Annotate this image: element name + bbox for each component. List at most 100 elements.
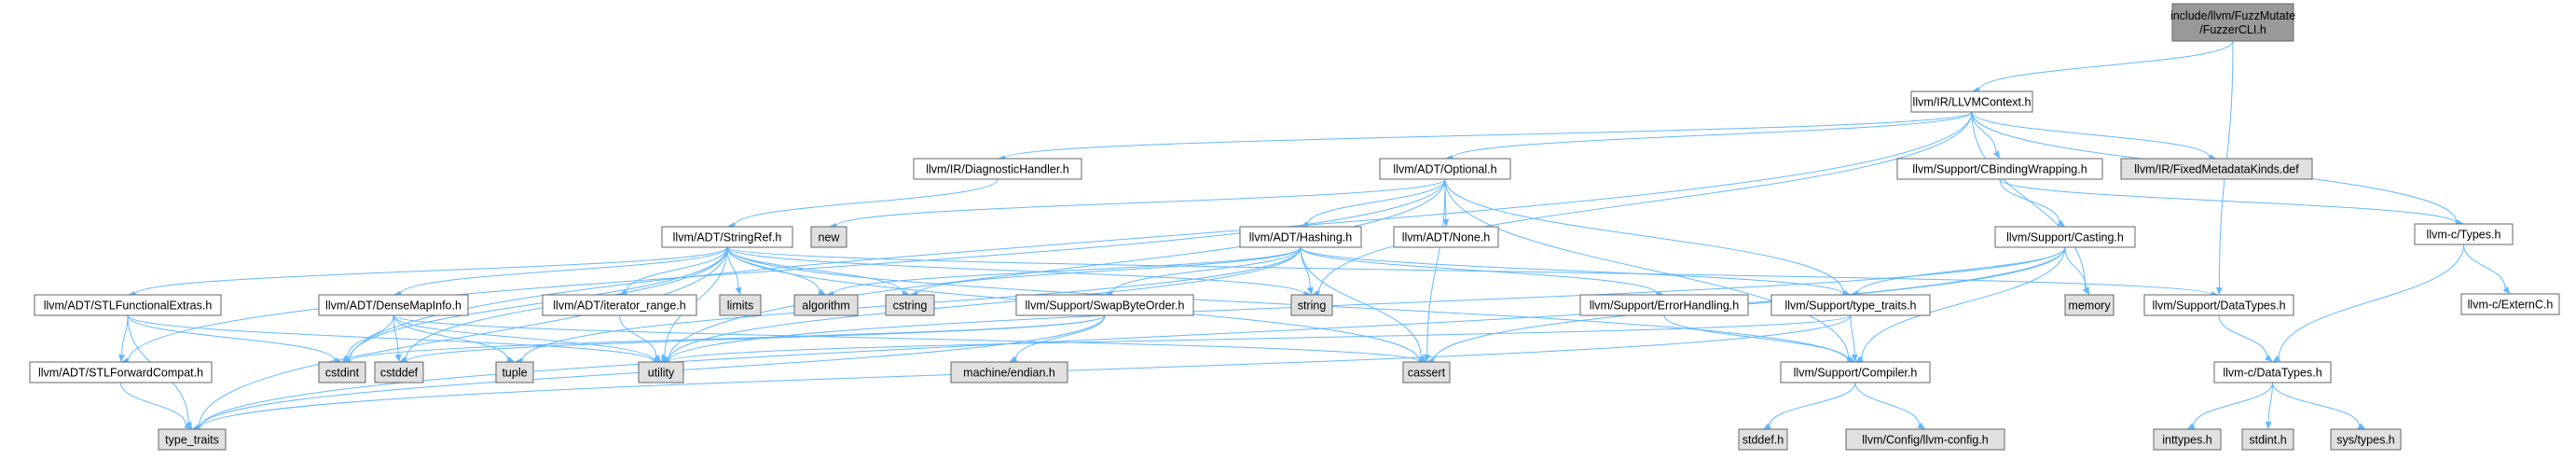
edge-n13-n26 — [127, 314, 336, 361]
edge-arrowhead — [1855, 355, 1864, 362]
node-label: utility — [648, 367, 675, 380]
node-label: cstdint — [325, 367, 360, 380]
node-label: llvm/ADT/DenseMapInfo.h — [325, 300, 461, 313]
node-utility: utility — [638, 361, 684, 383]
node-llvm-ir-diagnostichandler-h[interactable]: llvm/IR/DiagnosticHandler.h — [913, 158, 1082, 180]
node-llvm-support-casting-h[interactable]: llvm/Support/Casting.h — [1994, 226, 2136, 248]
node-llvm-c-types-h[interactable]: llvm-c/Types.h — [2414, 223, 2514, 245]
node-llvm-support-swapbyteorder-h[interactable]: llvm/Support/SwapByteOrder.h — [1015, 294, 1194, 316]
node-llvm-support-errorhandling-h[interactable]: llvm/Support/ErrorHandling.h — [1579, 294, 1749, 316]
node-type-traits: type_traits — [158, 428, 227, 451]
edge-n7-n26 — [349, 246, 728, 360]
node-box — [374, 361, 424, 383]
node-box — [1579, 294, 1749, 316]
node-label: sys/types.h — [2336, 434, 2395, 447]
edge-n4-n11 — [1999, 178, 2060, 223]
edge-arrowhead — [2215, 286, 2223, 295]
node-memory: memory — [2064, 294, 2115, 316]
edge-n9-n17 — [833, 246, 1302, 295]
edge-n11-n31 — [1433, 246, 2066, 361]
edge-n1-n19 — [1318, 111, 1973, 293]
node-label: machine/endian.h — [963, 367, 1055, 380]
node-box — [2120, 158, 2313, 180]
node-llvm-adt-optional-h[interactable]: llvm/ADT/Optional.h — [1379, 158, 1511, 180]
node-label: llvm/ADT/StringRef.h — [673, 231, 782, 244]
edges-layer — [118, 40, 2511, 432]
edge-arrowhead — [2357, 423, 2366, 429]
edge-arrowhead — [2265, 421, 2272, 429]
node-llvm-c-externc-h[interactable]: llvm-c/ExternC.h — [2460, 293, 2560, 315]
node-llvm-adt-none-h[interactable]: llvm/ADT/None.h — [1393, 226, 1499, 248]
edge-n3-n31 — [1426, 178, 1446, 355]
edge-arrowhead — [2502, 286, 2511, 294]
node-box — [2213, 361, 2332, 383]
node-stddef-h: stddef.h — [1738, 428, 1788, 451]
node-llvm-support-compiler-h[interactable]: llvm/Support/Compiler.h — [1780, 361, 1931, 383]
node-label: inttypes.h — [2162, 434, 2212, 447]
edge-n13-n29 — [127, 314, 654, 362]
edge-arrowhead — [818, 288, 826, 295]
node-label: llvm/ADT/STLFunctionalExtras.h — [44, 300, 213, 313]
node-box — [1845, 428, 2005, 451]
edge-arrowhead — [1917, 422, 1925, 429]
edge-n3-n29 — [668, 178, 1446, 361]
node-label: llvm/Support/CBindingWrapping.h — [1912, 163, 2087, 176]
edge-arrowhead — [1763, 423, 1771, 429]
edge-n7-n14 — [400, 246, 728, 295]
node-label: llvm/ADT/STLForwardCompat.h — [38, 367, 203, 380]
edge-n7-n16 — [726, 246, 739, 288]
node-label: llvm/Support/Compiler.h — [1794, 367, 1918, 380]
edge-arrowhead — [118, 354, 126, 362]
edge-arrowhead — [1418, 355, 1426, 362]
node-llvm-support-cbindingwrapping-h[interactable]: llvm/Support/CBindingWrapping.h — [1896, 158, 2103, 180]
node-llvm-support-datatypes-h[interactable]: llvm/Support/DataTypes.h — [2143, 294, 2294, 316]
node-label: llvm/Support/type_traits.h — [1784, 300, 1916, 313]
edge-n25-n34 — [120, 382, 186, 425]
edge-n0-n1 — [1978, 40, 2234, 91]
node-box — [318, 361, 366, 383]
node-label: llvm/ADT/Optional.h — [1393, 163, 1496, 176]
edge-n21-n32 — [1663, 314, 1849, 361]
edge-n7-n32 — [726, 246, 1849, 362]
edge-n22-n32 — [1850, 314, 1855, 355]
edge-n3-n22 — [1444, 178, 1844, 293]
node-label: llvm/IR/DiagnosticHandler.h — [926, 163, 1069, 176]
node-label: new — [819, 231, 841, 244]
edge-arrowhead — [2083, 286, 2089, 295]
edge-n23-n33 — [2218, 314, 2267, 357]
node-label: llvm/Support/ErrorHandling.h — [1590, 300, 1740, 313]
node-cstdint: cstdint — [318, 361, 366, 383]
node-llvm-adt-stlforwardcompat-h[interactable]: llvm/ADT/STLForwardCompat.h — [29, 361, 213, 383]
node-llvm-ir-llvmcontext-h[interactable]: llvm/IR/LLVMContext.h — [1910, 91, 2033, 113]
node-label: llvm/Support/DataTypes.h — [2152, 300, 2285, 313]
edge-n1-n26 — [349, 111, 1973, 361]
node-llvm-adt-stlfunctionalextras-h[interactable]: llvm/ADT/STLFunctionalExtras.h — [34, 294, 222, 316]
edge-n7-n19 — [726, 246, 1305, 295]
node-llvm-adt-iterator-range-h[interactable]: llvm/ADT/iterator_range.h — [542, 294, 697, 316]
edge-n13-n25 — [121, 314, 129, 355]
edge-n14-n29 — [393, 314, 654, 361]
node-box — [1910, 91, 2033, 113]
node-label: include/llvm/FuzzMutate — [2170, 9, 2295, 22]
node-cassert: cassert — [1402, 361, 1451, 383]
node-label: algorithm — [802, 300, 849, 313]
node-new: new — [810, 226, 847, 248]
edge-arrowhead — [1009, 355, 1018, 362]
node-box — [2241, 428, 2294, 451]
node-box — [1780, 361, 1931, 383]
node-llvm-adt-hashing-h[interactable]: llvm/ADT/Hashing.h — [1239, 226, 1362, 248]
edge-n9-n21 — [1300, 246, 1658, 295]
node-llvm-support-type-traits-h[interactable]: llvm/Support/type_traits.h — [1770, 294, 1931, 316]
node-llvm-adt-stringref-h[interactable]: llvm/ADT/StringRef.h — [661, 226, 793, 248]
edge-n11-n34 — [199, 246, 2066, 429]
node-box — [2064, 294, 2115, 316]
node-include-llvm-fuzzmutate-fuzzercli-h[interactable]: include/llvm/FuzzMutate/FuzzerCLI.h — [2170, 3, 2295, 42]
node-llvm-adt-densemapinfo-h[interactable]: llvm/ADT/DenseMapInfo.h — [318, 294, 469, 316]
edge-n14-n26 — [347, 314, 394, 357]
edge-n32-n35 — [1769, 382, 1856, 426]
node-box — [913, 158, 1082, 180]
node-box — [950, 361, 1068, 383]
node-llvm-c-datatypes-h[interactable]: llvm-c/DataTypes.h — [2213, 361, 2332, 383]
edge-arrowhead — [1306, 286, 1314, 295]
edge-n9-n18 — [916, 246, 1302, 295]
